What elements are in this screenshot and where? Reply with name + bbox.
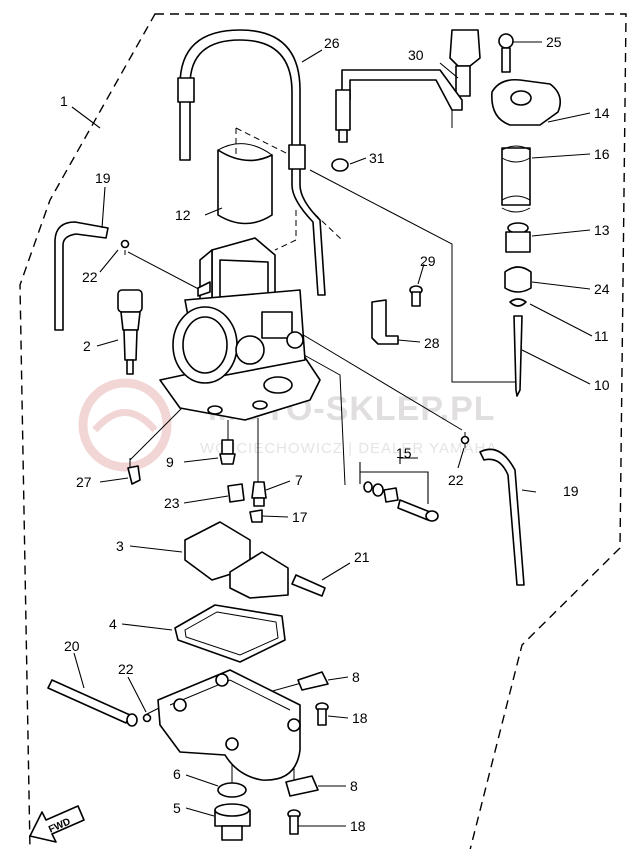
callout-16: 16: [594, 146, 610, 162]
jet-needle-10: [513, 315, 523, 397]
needle-valve-7: [251, 481, 267, 507]
screw-18-lower: [287, 809, 301, 835]
throttle-stop-screw-2: [117, 289, 143, 375]
callout-8-upper: 8: [352, 669, 360, 685]
callout-12: 12: [175, 207, 191, 223]
drain-plug-5: [214, 803, 251, 841]
callout-4: 4: [109, 616, 117, 632]
callout-labels: 1 2 3 4 5 6 7 8 8 9 10 11 12 13 14 15 16…: [60, 34, 610, 834]
clip-17: [249, 509, 263, 523]
jet-9: [219, 439, 236, 465]
callout-21: 21: [354, 549, 370, 565]
callout-5: 5: [173, 800, 181, 816]
callout-9: 9: [166, 454, 174, 470]
watermark-subtitle: WOJCIECHOWICZ | DEALER YAMAHA: [200, 440, 497, 457]
clip-22-upper: [120, 239, 130, 249]
needle-seat-24: [504, 266, 532, 293]
callout-22-upper: 22: [82, 269, 98, 285]
callout-22-right: 22: [448, 472, 464, 488]
callout-7: 7: [295, 472, 303, 488]
cap-plate-14: [491, 78, 561, 126]
callout-24: 24: [594, 281, 610, 297]
callout-15: 15: [396, 445, 412, 461]
float-pin-21: [291, 574, 326, 597]
callout-8-lower: 8: [350, 778, 358, 794]
hose-19-left: [54, 221, 109, 331]
screw-29: [409, 285, 423, 307]
callout-13: 13: [594, 222, 610, 238]
callout-18-lower: 18: [350, 818, 366, 834]
bracket-28: [371, 299, 399, 345]
needle-jet-23: [227, 483, 245, 503]
plate-8-lower: [285, 775, 319, 797]
screw-25: [498, 33, 514, 73]
callout-19-left: 19: [95, 170, 111, 186]
needle-holder-13: [505, 222, 531, 253]
vent-hose-26: [177, 29, 326, 296]
float-3: [184, 521, 289, 599]
callout-18-upper: 18: [352, 710, 368, 726]
callout-28: 28: [424, 335, 440, 351]
callout-17: 17: [292, 509, 308, 525]
pilot-screw-set-15: [363, 481, 439, 522]
callout-30: 30: [408, 47, 424, 63]
watermark-logo-icon: [78, 378, 172, 472]
jet-27: [127, 465, 141, 485]
washer-6: [217, 782, 247, 798]
fwd-arrow-icon: FWD: [29, 805, 85, 843]
plate-8-upper: [297, 671, 329, 691]
clip-11: [509, 298, 527, 307]
gasket-4: [174, 604, 286, 663]
callout-29: 29: [420, 253, 436, 269]
o-ring-31: [331, 158, 349, 172]
clip-22-right: [460, 435, 470, 445]
callout-25: 25: [546, 34, 562, 50]
callout-3: 3: [116, 538, 124, 554]
callout-10: 10: [594, 377, 610, 393]
clip-22-lower: [142, 713, 152, 723]
cap-cover-12: [217, 143, 273, 225]
float-chamber: [157, 669, 301, 781]
sensor-lead-30: [335, 29, 481, 143]
callout-19-right: 19: [563, 483, 579, 499]
callout-23: 23: [164, 495, 180, 511]
callout-1: 1: [60, 93, 68, 109]
callout-11: 11: [594, 328, 609, 344]
callout-26: 26: [324, 35, 340, 51]
screw-18-upper: [315, 702, 329, 726]
callout-2: 2: [83, 338, 91, 354]
callout-31: 31: [369, 150, 385, 166]
spring-16: [501, 145, 531, 213]
callout-27: 27: [76, 474, 92, 490]
hose-19-right: [479, 448, 525, 586]
callout-20: 20: [64, 638, 80, 654]
drain-hose-20: [47, 679, 131, 724]
callout-6: 6: [173, 766, 181, 782]
carburetor-body: [159, 237, 321, 421]
callout-14: 14: [594, 105, 610, 121]
callout-22-lower: 22: [118, 661, 134, 677]
